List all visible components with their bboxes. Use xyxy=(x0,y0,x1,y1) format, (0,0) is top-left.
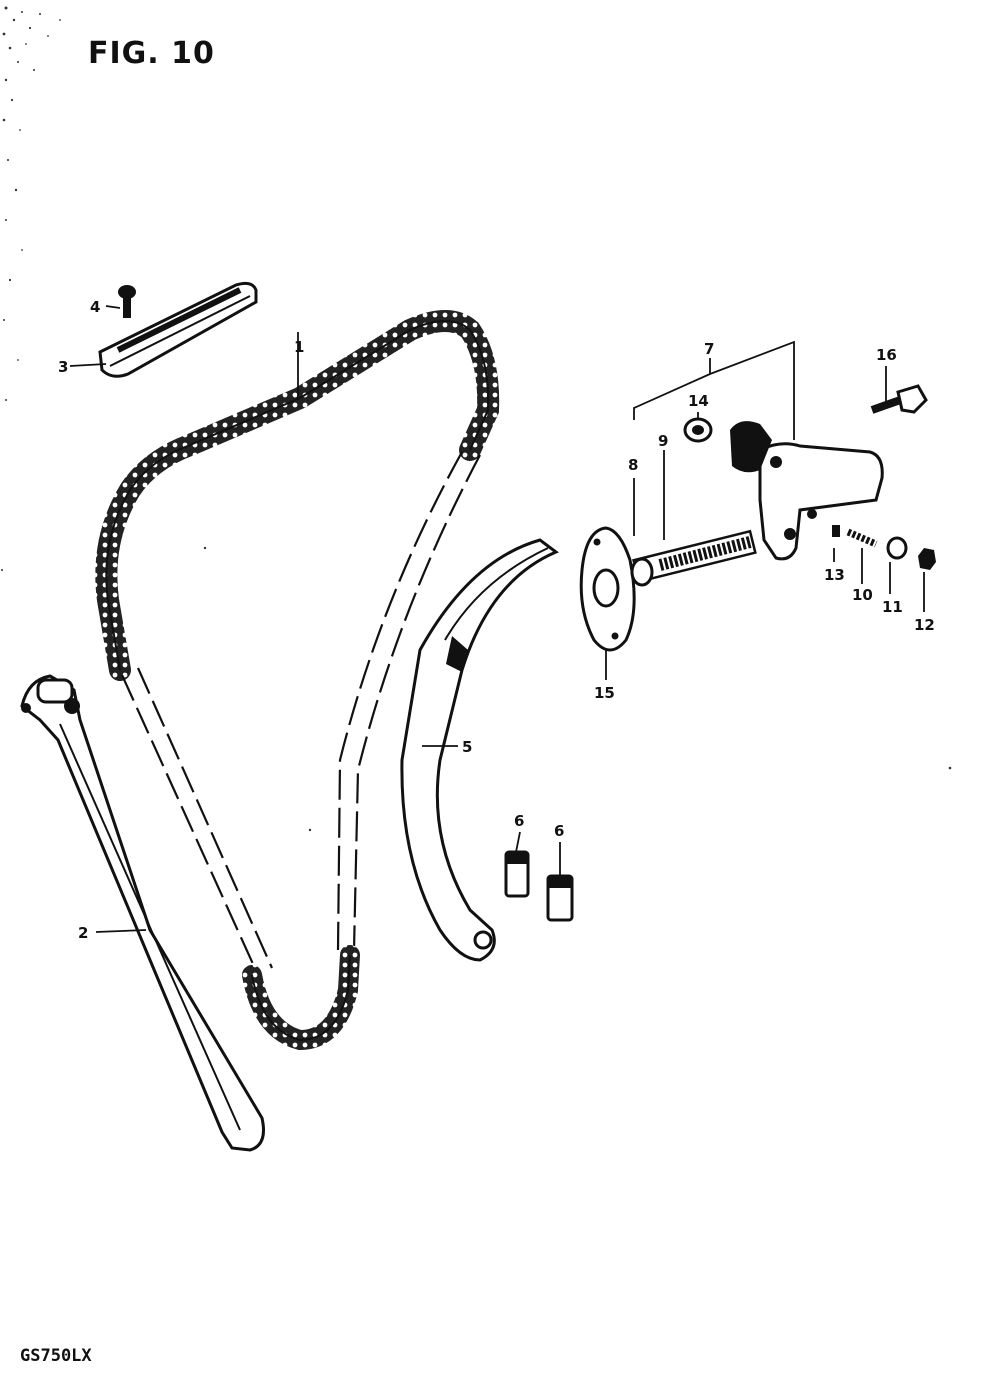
callout-1: 1 xyxy=(294,338,304,356)
callout-10: 10 xyxy=(852,586,873,604)
tensioner-guide-part-5 xyxy=(400,538,559,962)
callout-12: 12 xyxy=(914,616,935,634)
washer-part-11 xyxy=(886,536,908,560)
model-code: GS750LX xyxy=(20,1346,92,1366)
bolt-part-4 xyxy=(118,285,136,318)
bolt-part-13 xyxy=(832,525,840,537)
ring-part-14 xyxy=(683,417,713,443)
callout-14: 14 xyxy=(688,392,709,410)
callout-3: 3 xyxy=(58,358,68,376)
callout-7: 7 xyxy=(704,340,714,358)
callout-5: 5 xyxy=(462,738,472,756)
spacer-part-6-left xyxy=(504,850,530,898)
nut-part-12 xyxy=(918,548,936,570)
callout-labels: 1 2 3 4 5 6 6 7 8 9 10 11 12 13 14 15 16 xyxy=(58,298,935,942)
callout-2: 2 xyxy=(78,924,88,942)
chain-guide-part-2 xyxy=(20,674,265,1152)
callout-11: 11 xyxy=(882,598,903,616)
tensioner-assembly-part-7 xyxy=(630,421,884,587)
cam-chain xyxy=(95,310,500,1051)
callout-16: 16 xyxy=(876,346,897,364)
leader-lines xyxy=(69,305,925,933)
scan-speckle xyxy=(1,6,952,832)
figure-title: FIG. 10 xyxy=(88,36,215,71)
top-chain-guide xyxy=(98,281,258,378)
callout-15: 15 xyxy=(594,684,615,702)
stud-part-10 xyxy=(846,528,878,548)
callout-8: 8 xyxy=(628,456,638,474)
callout-9: 9 xyxy=(658,432,668,450)
callout-6-left: 6 xyxy=(514,812,524,830)
bolt-part-16 xyxy=(870,384,928,414)
callout-13: 13 xyxy=(824,566,845,584)
callout-4: 4 xyxy=(90,298,100,316)
gasket-part-15 xyxy=(579,526,636,652)
callout-6-right: 6 xyxy=(554,822,564,840)
spacer-part-6-right xyxy=(546,874,574,922)
